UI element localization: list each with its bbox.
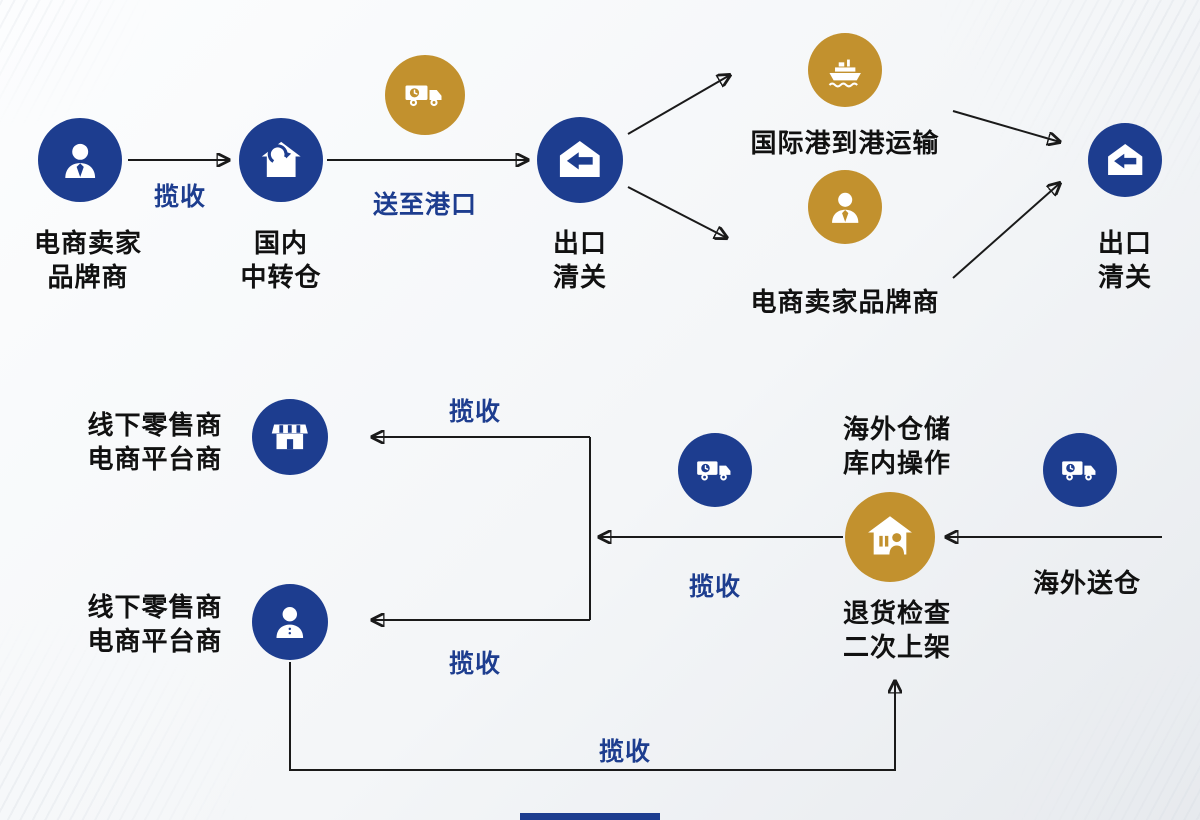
node-truck-overseas-delivery [1043,433,1117,507]
label-seller-brand: 电商卖家品牌商 [715,285,975,319]
truck-icon [1061,461,1096,481]
label-line: 电商平台商 [87,626,223,657]
label-line: 品牌商 [47,262,129,293]
node-storefront [252,399,328,475]
node-return-warehouse [845,492,935,582]
node-seller-brand [808,170,882,244]
truck-icon [696,461,731,481]
node-port-to-port [808,33,882,107]
ship-icon [828,59,861,88]
label-line: 退货检查 [842,598,951,628]
node-truck-top [385,55,465,135]
label-domestic-transit: 国内 中转仓 [181,226,381,295]
person-simple-icon [276,607,304,639]
label-retailer-upper: 线下零售商 电商平台商 [45,408,265,477]
edge-label-to-port: 送至港口 [372,191,477,219]
edge-label-pickup-return: 揽收 [598,738,651,766]
node-consumer [252,584,328,660]
edge-label-pickup-1: 揽收 [153,183,206,211]
label-retailer-lower: 线下零售商 电商平台商 [45,590,265,659]
label-line: 库内操作 [842,448,951,479]
storefront-icon [271,424,309,450]
label-line: 二次上架 [842,632,951,663]
label-return-check: 退货检查 二次上架 [797,596,997,665]
label-overseas-delivery: 海外送仓 [987,566,1187,600]
truck-icon [405,85,442,107]
label-line: 国际港到港运输 [750,128,940,158]
label-line: 清关 [552,262,607,293]
edge-label-pickup-upper: 揽收 [448,398,501,426]
label-overseas-warehouse: 海外仓储 库内操作 [797,412,997,481]
label-line: 出口 [1097,228,1152,258]
label-line: 线下零售商 [87,410,223,440]
return-warehouse-icon [868,516,912,555]
node-right-customs [1088,123,1162,197]
person-icon [65,143,95,178]
label-line: 清关 [1097,262,1152,293]
label-ecommerce-seller: 电商卖家 品牌商 [0,226,188,295]
label-line: 中转仓 [240,262,322,293]
label-line: 海外送仓 [1032,568,1141,598]
customs-warehouse-icon [1107,143,1143,175]
footer-accent-bar [520,813,660,820]
label-line: 电商卖家 [33,228,142,258]
label-line: 电商卖家品牌商 [750,287,940,317]
label-port-to-port: 国际港到港运输 [715,126,975,160]
node-ecommerce-seller [38,118,122,202]
edge-label-pickup-mid: 揽收 [688,573,741,601]
label-line: 海外仓储 [842,414,951,444]
node-truck-pickup [678,433,752,507]
label-line: 国内 [253,228,308,258]
customs-warehouse-icon [560,141,600,178]
node-export-customs [537,117,623,203]
label-line: 电商平台商 [87,444,223,475]
person-icon [831,192,859,223]
label-right-customs: 出口 清关 [1025,226,1200,295]
label-line: 线下零售商 [87,592,223,622]
label-export-customs: 出口 清关 [480,226,680,295]
label-line: 出口 [552,228,607,258]
transit-warehouse-icon [261,141,301,177]
edge-label-pickup-lower: 揽收 [448,650,501,678]
node-domestic-transit-warehouse [239,118,323,202]
